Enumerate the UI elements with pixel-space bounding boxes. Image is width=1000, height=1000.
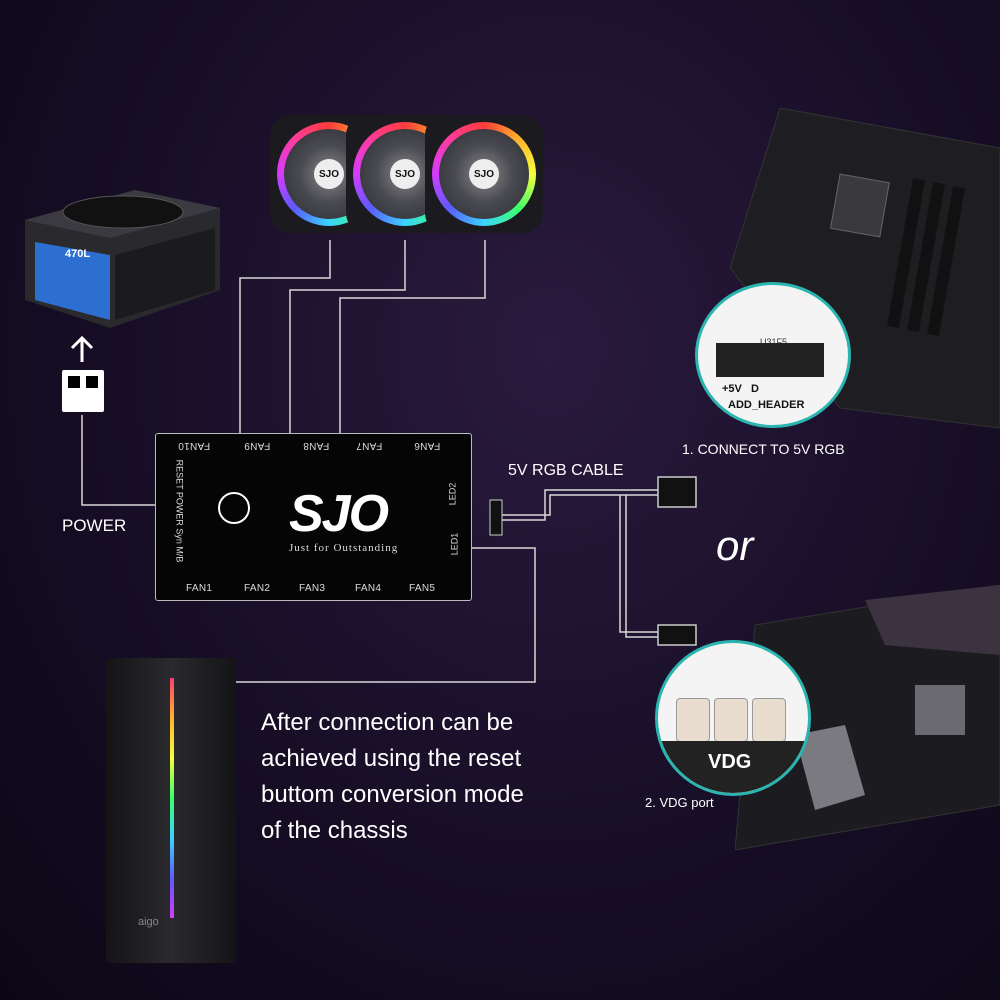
vdg-port-label: 2. VDG port	[645, 795, 714, 810]
power-supply-unit: 470L	[15, 180, 225, 330]
hub-port-fan2: FAN2	[244, 583, 271, 594]
5v-header-callout: U31F5 +5V D ADD_HEADER	[695, 282, 851, 428]
psu-model: 470L	[65, 248, 91, 260]
note-line: buttom conversion mode	[261, 781, 524, 808]
hub-port-fan8: FAN8	[303, 440, 330, 451]
hub-port-fan9: FAN9	[244, 440, 271, 451]
rgb-cable-a	[490, 489, 658, 521]
note-line: After connection can be	[261, 709, 514, 736]
rgb-cable-label: 5V RGB CABLE	[508, 462, 624, 479]
hub-led-plug-icon	[489, 499, 503, 536]
chip-label: U31F5	[760, 337, 788, 347]
vdg-label: VDG	[708, 751, 752, 773]
pc-case: aigo	[106, 658, 236, 963]
vdg-header-callout: VDG	[655, 640, 811, 796]
power-connector-icon	[62, 370, 104, 412]
hub-port-fan7: FAN7	[356, 440, 383, 451]
fan-cable-3	[339, 240, 486, 433]
case-brand: aigo	[138, 916, 159, 928]
rgb-cable-b	[490, 494, 658, 516]
hub-port-fan1: FAN1	[186, 583, 213, 594]
rgb-connector-icon	[657, 476, 697, 508]
power-label: POWER	[62, 516, 127, 535]
fan-logo: SJO	[469, 159, 499, 189]
hub-port-fan6: FAN6	[414, 440, 441, 451]
pin-label: +5V D	[722, 383, 759, 395]
note-line: of the chassis	[261, 817, 408, 844]
hub-port-fan5: FAN5	[409, 583, 436, 594]
hub-port-fan4: FAN4	[355, 583, 382, 594]
note-line: achieved using the reset	[261, 745, 522, 772]
hub-led1-label: LED1	[449, 532, 460, 556]
hub-port-fan3: FAN3	[299, 583, 326, 594]
hub-tagline: Just for Outstanding	[289, 542, 399, 554]
or-label: or	[716, 522, 754, 569]
rgb-light-strip	[170, 678, 174, 918]
fan-cable-1	[239, 240, 331, 433]
hub-port-fan10: FAN10	[178, 440, 211, 451]
fan-cable-2	[289, 240, 406, 433]
fan-logo: SJO	[314, 159, 344, 189]
power-cable	[81, 415, 155, 506]
vdg-connector-icon	[657, 624, 697, 646]
hub-logo: SJO	[289, 485, 389, 543]
fan-logo: SJO	[390, 159, 420, 189]
rgb-cable-vdg-a	[619, 495, 658, 633]
hub-side-label: RESET POWER Syn M/B	[174, 459, 185, 563]
hub-led2-label: LED2	[447, 482, 458, 506]
remote-sensor-icon	[218, 492, 250, 524]
rgb-header-icon	[716, 343, 824, 377]
connect-5v-label: 1. CONNECT TO 5V RGB	[682, 441, 845, 457]
rgb-fan-3: SJO	[425, 115, 543, 233]
fan-hub-controller: FAN10 FAN9 FAN8 FAN7 FAN6 FAN1 FAN2 FAN3…	[155, 433, 472, 601]
connection-note: After connection can be achieved using t…	[261, 705, 524, 849]
rgb-cable-vdg-b	[625, 495, 658, 638]
chassis-cable	[232, 547, 536, 683]
header-label: ADD_HEADER	[728, 399, 805, 411]
up-arrow-icon	[70, 335, 94, 362]
vdg-pins-icon	[672, 698, 790, 743]
